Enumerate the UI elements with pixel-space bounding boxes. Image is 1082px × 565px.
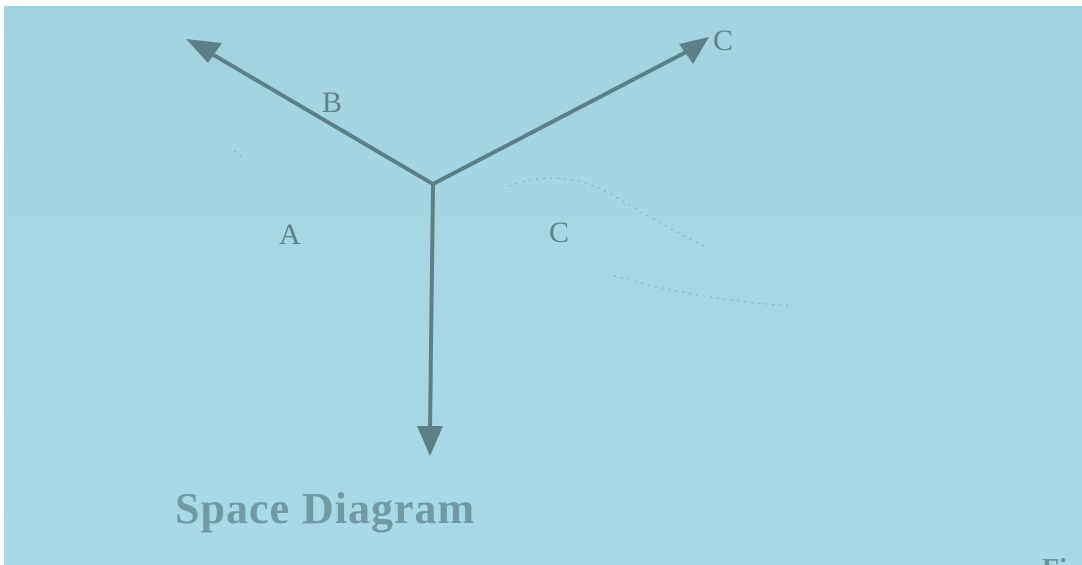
pencil-mark bbox=[233, 150, 245, 159]
scanned-page: B C A C Space Diagram Fi bbox=[4, 6, 1082, 565]
space-diagram: B C A C Space Diagram Fi bbox=[175, 24, 1067, 565]
arrowheads bbox=[186, 37, 709, 456]
pencil-marks bbox=[233, 150, 795, 307]
force-line-c bbox=[431, 49, 690, 186]
label-b: B bbox=[322, 86, 342, 119]
arrowhead-c-icon bbox=[679, 37, 709, 64]
paper-background bbox=[4, 6, 1082, 565]
pencil-arc bbox=[508, 177, 705, 247]
pencil-stroke bbox=[613, 275, 795, 307]
arrowhead-b-icon bbox=[186, 39, 222, 63]
diagram-caption: Space Diagram bbox=[175, 484, 475, 533]
force-line-b bbox=[210, 52, 435, 186]
label-c-top: C bbox=[713, 24, 733, 57]
corner-text-fragment: Fi bbox=[1042, 554, 1067, 565]
arrowhead-down-icon bbox=[417, 426, 443, 456]
label-a: A bbox=[279, 218, 301, 251]
force-line-a bbox=[428, 182, 435, 433]
label-c-region: C bbox=[549, 216, 569, 249]
force-lines bbox=[210, 49, 690, 433]
